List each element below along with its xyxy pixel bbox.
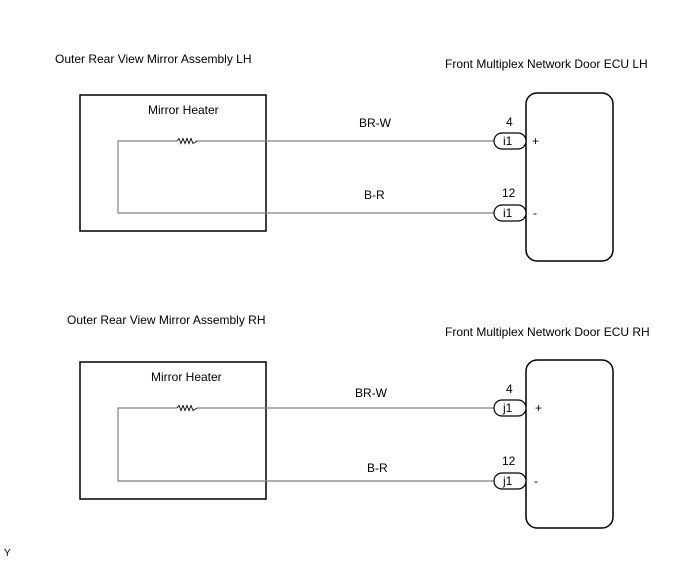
ecu-label-lh: Front Multiplex Network Door ECU LH xyxy=(445,57,648,71)
wire-color-label: BR-W xyxy=(359,116,392,130)
connector-label: j1 xyxy=(502,401,513,415)
wire-b-r-rh xyxy=(117,407,497,482)
component-label-rh: Outer Rear View Mirror Assembly RH xyxy=(67,313,266,327)
pin-number: 4 xyxy=(506,382,513,396)
pin-number: 4 xyxy=(506,115,513,129)
circuit-rh: Outer Rear View Mirror Assembly RH Front… xyxy=(67,313,650,529)
pin-number: 12 xyxy=(502,186,516,200)
polarity-label: + xyxy=(535,401,542,415)
mirror-heater-label-rh: Mirror Heater xyxy=(151,370,222,384)
polarity-label: + xyxy=(532,134,539,148)
connector-pin-icon xyxy=(493,472,527,490)
pin-number: 12 xyxy=(502,454,516,468)
connector-label: i1 xyxy=(503,134,513,148)
footer-mark: Y xyxy=(4,548,11,559)
wire-b-r-lh xyxy=(117,140,497,214)
wire-color-label: B-R xyxy=(364,188,385,202)
polarity-label: - xyxy=(533,206,537,220)
mirror-heater-label-lh: Mirror Heater xyxy=(148,103,219,117)
connector-label: i1 xyxy=(503,206,513,220)
mirror-assembly-box-lh xyxy=(79,94,267,232)
ecu-box-rh xyxy=(525,359,614,529)
connector-label: j1 xyxy=(502,474,513,488)
circuit-lh: Outer Rear View Mirror Assembly LH Front… xyxy=(55,52,648,262)
connector-pin-icon xyxy=(493,132,527,150)
component-label-lh: Outer Rear View Mirror Assembly LH xyxy=(55,52,252,66)
polarity-label: - xyxy=(534,474,538,488)
resistor-icon xyxy=(176,404,198,412)
mirror-assembly-box-rh xyxy=(79,361,267,500)
connector-pin-icon xyxy=(493,204,527,222)
connector-pin-icon xyxy=(493,399,527,417)
ecu-label-rh: Front Multiplex Network Door ECU RH xyxy=(445,325,650,339)
wire-color-label: B-R xyxy=(367,461,388,475)
ecu-box-lh xyxy=(525,92,614,262)
resistor-icon xyxy=(176,137,198,145)
wire-color-label: BR-W xyxy=(355,386,388,400)
